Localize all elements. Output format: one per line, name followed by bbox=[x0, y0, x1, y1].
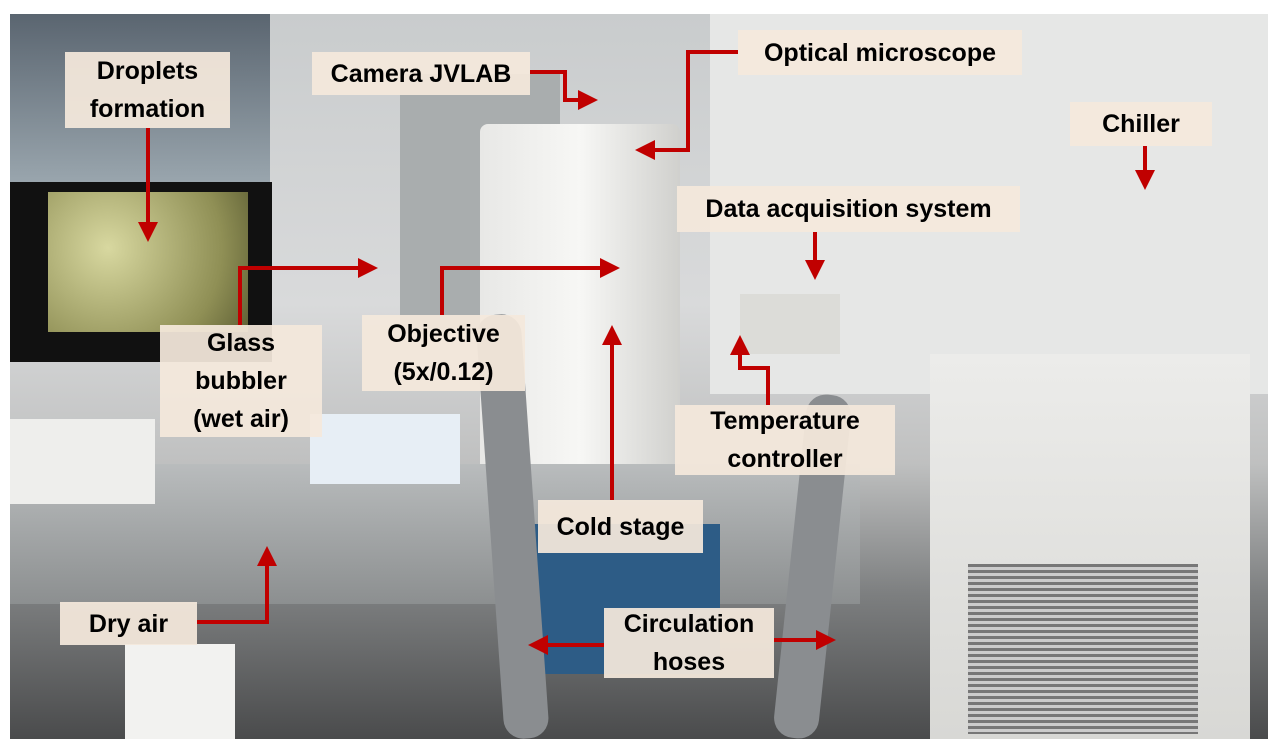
label-cold-stage: Cold stage bbox=[538, 500, 703, 553]
arrow-bubbler bbox=[238, 258, 378, 325]
arrow-camera bbox=[530, 70, 598, 110]
label-line: Temperature bbox=[710, 407, 860, 435]
label-line: bubbler bbox=[195, 367, 287, 395]
label-text: Cold stage bbox=[556, 512, 685, 541]
label-line: (wet air) bbox=[193, 405, 289, 433]
label-text: Optical microscope bbox=[763, 38, 997, 67]
label-chiller: Chiller bbox=[1070, 102, 1212, 146]
label-text: Data acquisition system bbox=[705, 195, 992, 223]
label-line: Glass bbox=[206, 329, 276, 357]
label-circulation-hoses: Circulation hoses bbox=[604, 608, 774, 678]
label-line: Circulation bbox=[623, 610, 755, 638]
label-line: Objective bbox=[387, 320, 500, 348]
arrow-temp-controller bbox=[730, 335, 770, 405]
label-camera: Camera JVLAB bbox=[312, 52, 530, 95]
label-dry-air: Dry air bbox=[60, 602, 197, 645]
label-text: Dry air bbox=[88, 609, 169, 638]
wall-outlet bbox=[125, 644, 235, 739]
label-line: (5x/0.12) bbox=[393, 358, 494, 386]
label-text: Chiller bbox=[1102, 110, 1180, 138]
power-supply bbox=[10, 419, 155, 504]
arrow-microscope bbox=[635, 50, 738, 160]
novus-box bbox=[310, 414, 460, 484]
arrow-objective bbox=[440, 258, 620, 315]
label-optical-microscope: Optical microscope bbox=[738, 30, 1022, 75]
chiller-grille bbox=[968, 564, 1198, 734]
daq-unit bbox=[740, 294, 840, 354]
label-droplets-formation: Droplets formation bbox=[65, 52, 230, 128]
arrow-dry-air bbox=[197, 546, 277, 624]
label-text: Camera JVLAB bbox=[330, 59, 512, 88]
label-line: controller bbox=[727, 445, 843, 473]
label-line: formation bbox=[89, 95, 206, 123]
label-line: hoses bbox=[652, 648, 726, 676]
lab-setup-photo bbox=[10, 14, 1268, 739]
label-temperature-controller: Temperature controller bbox=[675, 405, 895, 475]
label-glass-bubbler: Glass bubbler (wet air) bbox=[160, 325, 322, 437]
label-data-acquisition: Data acquisition system bbox=[677, 186, 1020, 232]
label-line: Droplets bbox=[96, 57, 199, 85]
label-objective: Objective (5x/0.12) bbox=[362, 315, 525, 391]
